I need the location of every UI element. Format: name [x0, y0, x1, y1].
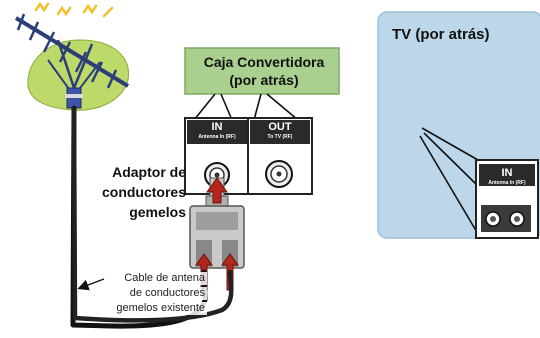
cable-label-line: Cable de antena: [122, 272, 207, 285]
antenna-icon: [14, 13, 130, 111]
tv-title: TV (por atrás): [392, 26, 490, 43]
twin-lead-adaptor-icon: [189, 205, 245, 269]
box-out-label: OUT: [268, 121, 292, 133]
box-out-port: [247, 117, 313, 195]
adaptor-label-line: conductores: [101, 184, 186, 200]
cable-label-line: de conductores: [127, 287, 207, 300]
tv-in-label: IN: [501, 167, 513, 179]
box-in-sublabel: Antenna In (RF): [198, 134, 236, 140]
converter-box-subtitle: (por atrás): [229, 72, 299, 88]
converter-box: [184, 47, 340, 95]
tv-pointer-lines: [419, 127, 479, 235]
adaptor-label-line: gemelos: [129, 204, 186, 220]
tv-in-sublabel: Antenna In (RF): [488, 180, 526, 186]
adaptor-label-line: Adaptor de: [112, 164, 186, 180]
cable-label-arrow: [77, 278, 105, 291]
tv-in-port: [475, 159, 539, 239]
box-out-sublabel: To TV (RF): [267, 134, 293, 140]
box-in-label: IN: [211, 121, 223, 133]
cable-label-line: gemelos existente: [114, 302, 207, 315]
lightning-icon: [34, 1, 114, 18]
box-pointer-lines: [193, 93, 299, 121]
arrow-icon: [206, 177, 228, 204]
converter-box-title: Caja Convertidora: [203, 54, 325, 70]
